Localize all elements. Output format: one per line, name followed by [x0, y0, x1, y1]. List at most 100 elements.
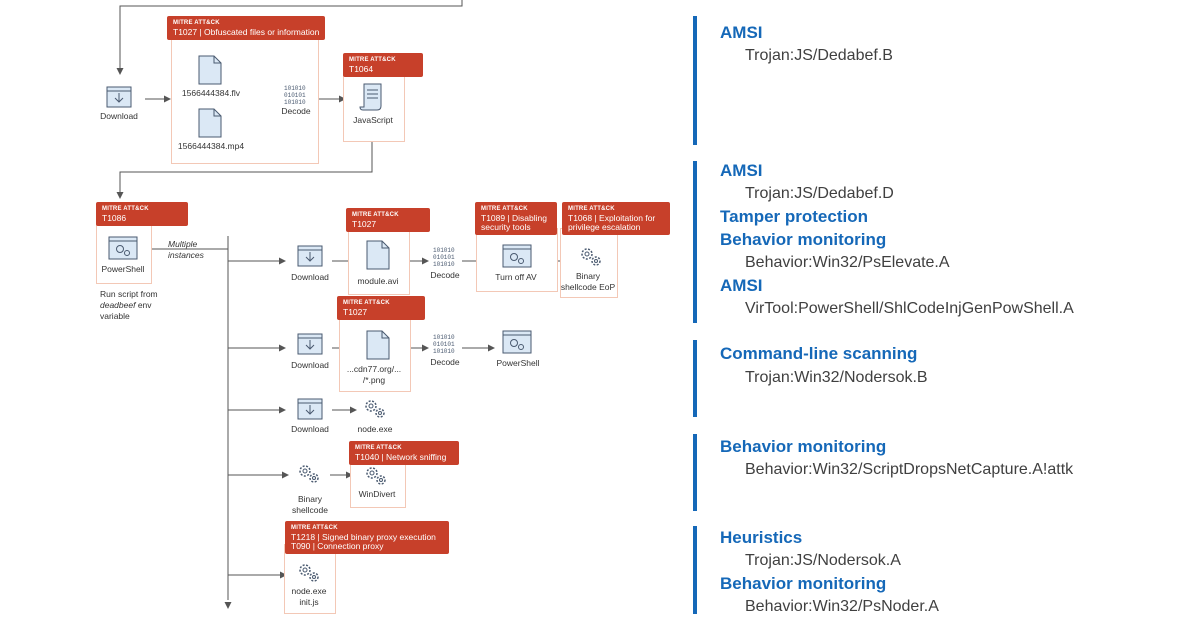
decode-label: Decode: [281, 106, 311, 116]
gears-icon: [581, 248, 601, 266]
gears-icon: [299, 465, 319, 483]
mitre-tag-t1089: MITRE ATT&CK T1089 | Disabling security …: [475, 202, 557, 235]
binary-eop-line-2: shellcode EoP: [560, 282, 616, 292]
detection-heading: AMSI: [720, 276, 763, 295]
run-script-env-name: deadbeef: [100, 300, 136, 310]
svg-text:101010: 101010: [433, 348, 455, 355]
powershell-window-icon: [502, 330, 532, 354]
download-label: Download: [291, 360, 329, 370]
svg-text:101010: 101010: [284, 85, 306, 92]
windivert-label: WinDivert: [358, 489, 396, 499]
svg-text:101010: 101010: [433, 334, 455, 341]
run-script-line-3: variable: [100, 311, 130, 321]
svg-text:101010: 101010: [433, 261, 455, 268]
run-script-env-suffix: env: [135, 300, 152, 310]
detection-detail: Trojan:JS/Dedabef.B: [745, 47, 893, 64]
mitre-tag-technique: T1218 | Signed binary proxy execution: [291, 532, 436, 542]
detection-heading: Behavior monitoring: [720, 230, 887, 249]
javascript-label: JavaScript: [353, 115, 393, 125]
mitre-tag-t1027-module: MITRE ATT&CK T1027: [346, 208, 430, 232]
detection-group-4-bar: [693, 434, 697, 511]
node-init-label: node.exe init.js: [284, 586, 334, 608]
detection-group-2-bar: [693, 161, 697, 323]
mitre-tag-technique-2: T090 | Connection proxy: [291, 541, 384, 551]
binary-eop-box: [560, 228, 618, 298]
mitre-tag-t1027-obfuscated: MITRE ATT&CK T1027 | Obfuscated files or…: [167, 16, 326, 40]
node-exe-line: node.exe: [291, 586, 327, 596]
detection-heading: Tamper protection: [720, 207, 868, 226]
detection-heading: Behavior monitoring: [720, 574, 887, 593]
mitre-tag-technique: T1068 | Exploitation for privilege escal…: [568, 213, 656, 232]
mitre-tag-title: MITRE ATT&CK: [173, 20, 220, 26]
cdn-line-1: ...cdn77.org/...: [346, 364, 402, 374]
detection-detail: Behavior:Win32/ScriptDropsNetCapture.A!a…: [745, 461, 1074, 478]
mitre-tag-title: MITRE ATT&CK: [355, 445, 402, 451]
powershell-label: PowerShell: [101, 264, 145, 274]
node-init-box: [284, 544, 336, 614]
binary-shellcode-line-1: Binary: [297, 494, 323, 504]
detection-heading: AMSI: [720, 23, 763, 42]
file-icon: [198, 108, 222, 138]
binary-decode-icon: 101010 010101 101010: [284, 85, 306, 106]
download-icon: [297, 245, 323, 267]
detection-heading: Heuristics: [720, 528, 803, 547]
connector-top-loop: [116, 0, 463, 75]
multiple-text: Multiple: [168, 239, 198, 249]
cdn-png-label: ...cdn77.org/... /*.png: [339, 364, 409, 386]
mitre-tag-technique: T1089 | Disabling security tools: [481, 213, 547, 232]
download-icon: [106, 86, 132, 108]
mitre-tag-technique: T1027: [352, 219, 377, 229]
gears-icon: [366, 467, 386, 485]
mitre-tag-title: MITRE ATT&CK: [349, 57, 396, 63]
detection-group-3-bar: [693, 340, 697, 417]
detection-heading: Behavior monitoring: [720, 437, 887, 456]
binary-shellcode-label: Binary shellcode: [286, 494, 334, 516]
gears-icon: [299, 564, 319, 582]
decode-label: Decode: [430, 270, 460, 280]
file-flv-label: 1566444384.flv: [181, 88, 241, 98]
mitre-tag-title: MITRE ATT&CK: [291, 525, 338, 531]
svg-text:010101: 010101: [433, 254, 455, 261]
turn-off-av-label: Turn off AV: [495, 272, 537, 282]
run-script-line-1: Run script from: [100, 289, 158, 299]
settings-window-icon: [502, 244, 532, 268]
file-mp4-label: 1566444384.mp4: [177, 141, 245, 151]
detection-detail: Behavior:Win32/PsNoder.A: [745, 598, 939, 615]
mitre-tag-t1218: MITRE ATT&CK T1218 | Signed binary proxy…: [285, 521, 449, 554]
node-exe-label: node.exe: [357, 424, 393, 434]
mitre-tag-technique: T1086: [102, 213, 127, 223]
windivert-box: [350, 458, 406, 508]
instances-text: instances: [168, 250, 204, 260]
svg-text:010101: 010101: [433, 341, 455, 348]
download-label: Download: [100, 111, 138, 121]
detection-detail: Behavior:Win32/PsElevate.A: [745, 254, 950, 271]
init-js-line: init.js: [299, 597, 319, 607]
mitre-tag-title: MITRE ATT&CK: [568, 206, 615, 212]
multiple-instances-label: Multiple instances: [168, 239, 204, 261]
mitre-tag-t1064: MITRE ATT&CK T1064: [343, 53, 423, 77]
mitre-tag-t1040: MITRE ATT&CK T1040 | Network sniffing: [349, 441, 459, 465]
mitre-tag-title: MITRE ATT&CK: [102, 206, 149, 212]
mitre-tag-title: MITRE ATT&CK: [343, 300, 390, 306]
svg-text:101010: 101010: [433, 247, 455, 254]
mitre-tag-technique: T1040 | Network sniffing: [355, 452, 447, 462]
mitre-tag-t1086: MITRE ATT&CK T1086: [96, 202, 188, 226]
run-script-note: Run script from deadbeef env variable: [100, 289, 158, 322]
file-icon: [366, 330, 390, 360]
file-icon: [366, 240, 390, 270]
powershell-label: PowerShell: [496, 358, 540, 368]
mitre-tag-title: MITRE ATT&CK: [481, 206, 528, 212]
svg-text:010101: 010101: [284, 92, 306, 99]
detection-detail: Trojan:JS/Dedabef.D: [745, 185, 894, 202]
file-icon: [198, 55, 222, 85]
decode-label: Decode: [430, 357, 460, 367]
detection-detail: VirTool:PowerShell/ShlCodeInjGenPowShell…: [745, 300, 1074, 317]
connector-js-to-powershell: [116, 137, 373, 199]
download-icon: [297, 333, 323, 355]
script-scroll-icon: [359, 83, 382, 111]
detection-group-1-bar: [693, 16, 697, 145]
download-icon: [297, 398, 323, 420]
mitre-tag-t1027-cdn: MITRE ATT&CK T1027: [337, 296, 425, 320]
svg-text:101010: 101010: [284, 99, 306, 106]
detection-group-5-bar: [693, 526, 697, 614]
